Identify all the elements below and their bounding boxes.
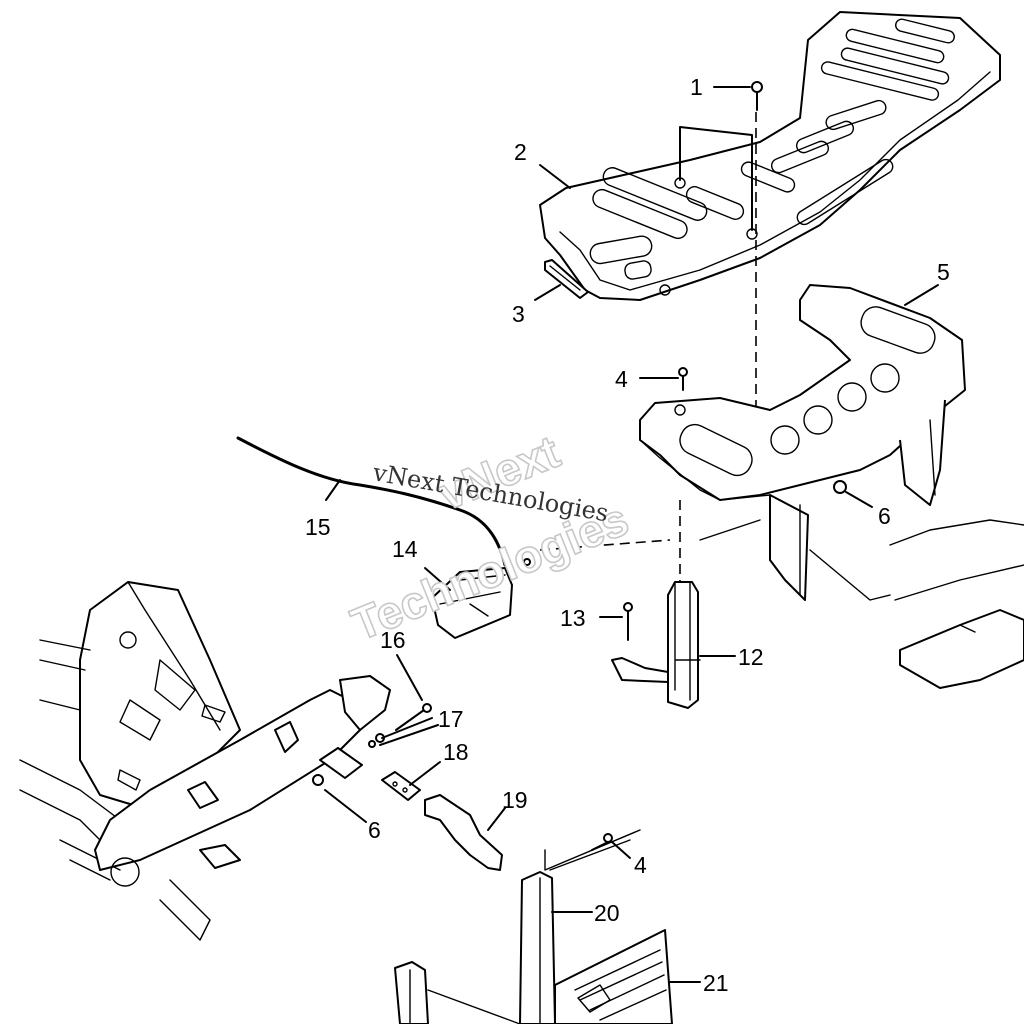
- mount-bracket: [611, 581, 701, 709]
- nut-upper: [833, 480, 847, 494]
- callout-18: 18: [443, 739, 469, 765]
- bracket-screw: [623, 602, 633, 641]
- nut-lower: [312, 774, 324, 786]
- rack-bolt: [679, 81, 763, 231]
- screw-upper: [678, 367, 688, 391]
- callout-6-lower: 6: [368, 817, 381, 843]
- callout-2: 2: [514, 139, 527, 165]
- rear-fender: [699, 519, 1024, 689]
- mud-flap: [554, 929, 673, 1024]
- callout-19: 19: [502, 787, 528, 813]
- vehicle-frame: [19, 581, 391, 941]
- wiring-harness: [236, 436, 507, 567]
- callout-17: 17: [438, 706, 464, 732]
- screw-lower: [591, 833, 613, 851]
- light-axis-line: [539, 539, 671, 551]
- hitch-bar: [424, 794, 503, 871]
- tail-light: [431, 558, 531, 639]
- callout-labels: 1 2 3 4 5 6 12 13 14 15 16 17 18 19 6 4 …: [305, 74, 950, 996]
- callout-3: 3: [512, 301, 525, 327]
- callout-14: 14: [392, 536, 418, 562]
- callout-16: 16: [380, 627, 406, 653]
- leader-lines: [324, 86, 939, 983]
- reflector: [544, 259, 589, 299]
- rack-support: [639, 284, 966, 601]
- callout-13: 13: [560, 605, 586, 631]
- rear-rack: [539, 11, 1001, 301]
- support-post: [519, 829, 641, 1024]
- callout-5: 5: [937, 259, 950, 285]
- callout-21: 21: [703, 970, 729, 996]
- callout-6-upper: 6: [878, 503, 891, 529]
- lower-post: [394, 961, 521, 1024]
- callout-4-upper: 4: [615, 366, 628, 392]
- spacer-block: [319, 747, 421, 801]
- callout-15: 15: [305, 514, 331, 540]
- callout-1: 1: [690, 74, 703, 100]
- callout-20: 20: [594, 900, 620, 926]
- callout-4-lower: 4: [634, 852, 647, 878]
- hitch-bolt: [395, 703, 432, 731]
- callout-12: 12: [738, 644, 764, 670]
